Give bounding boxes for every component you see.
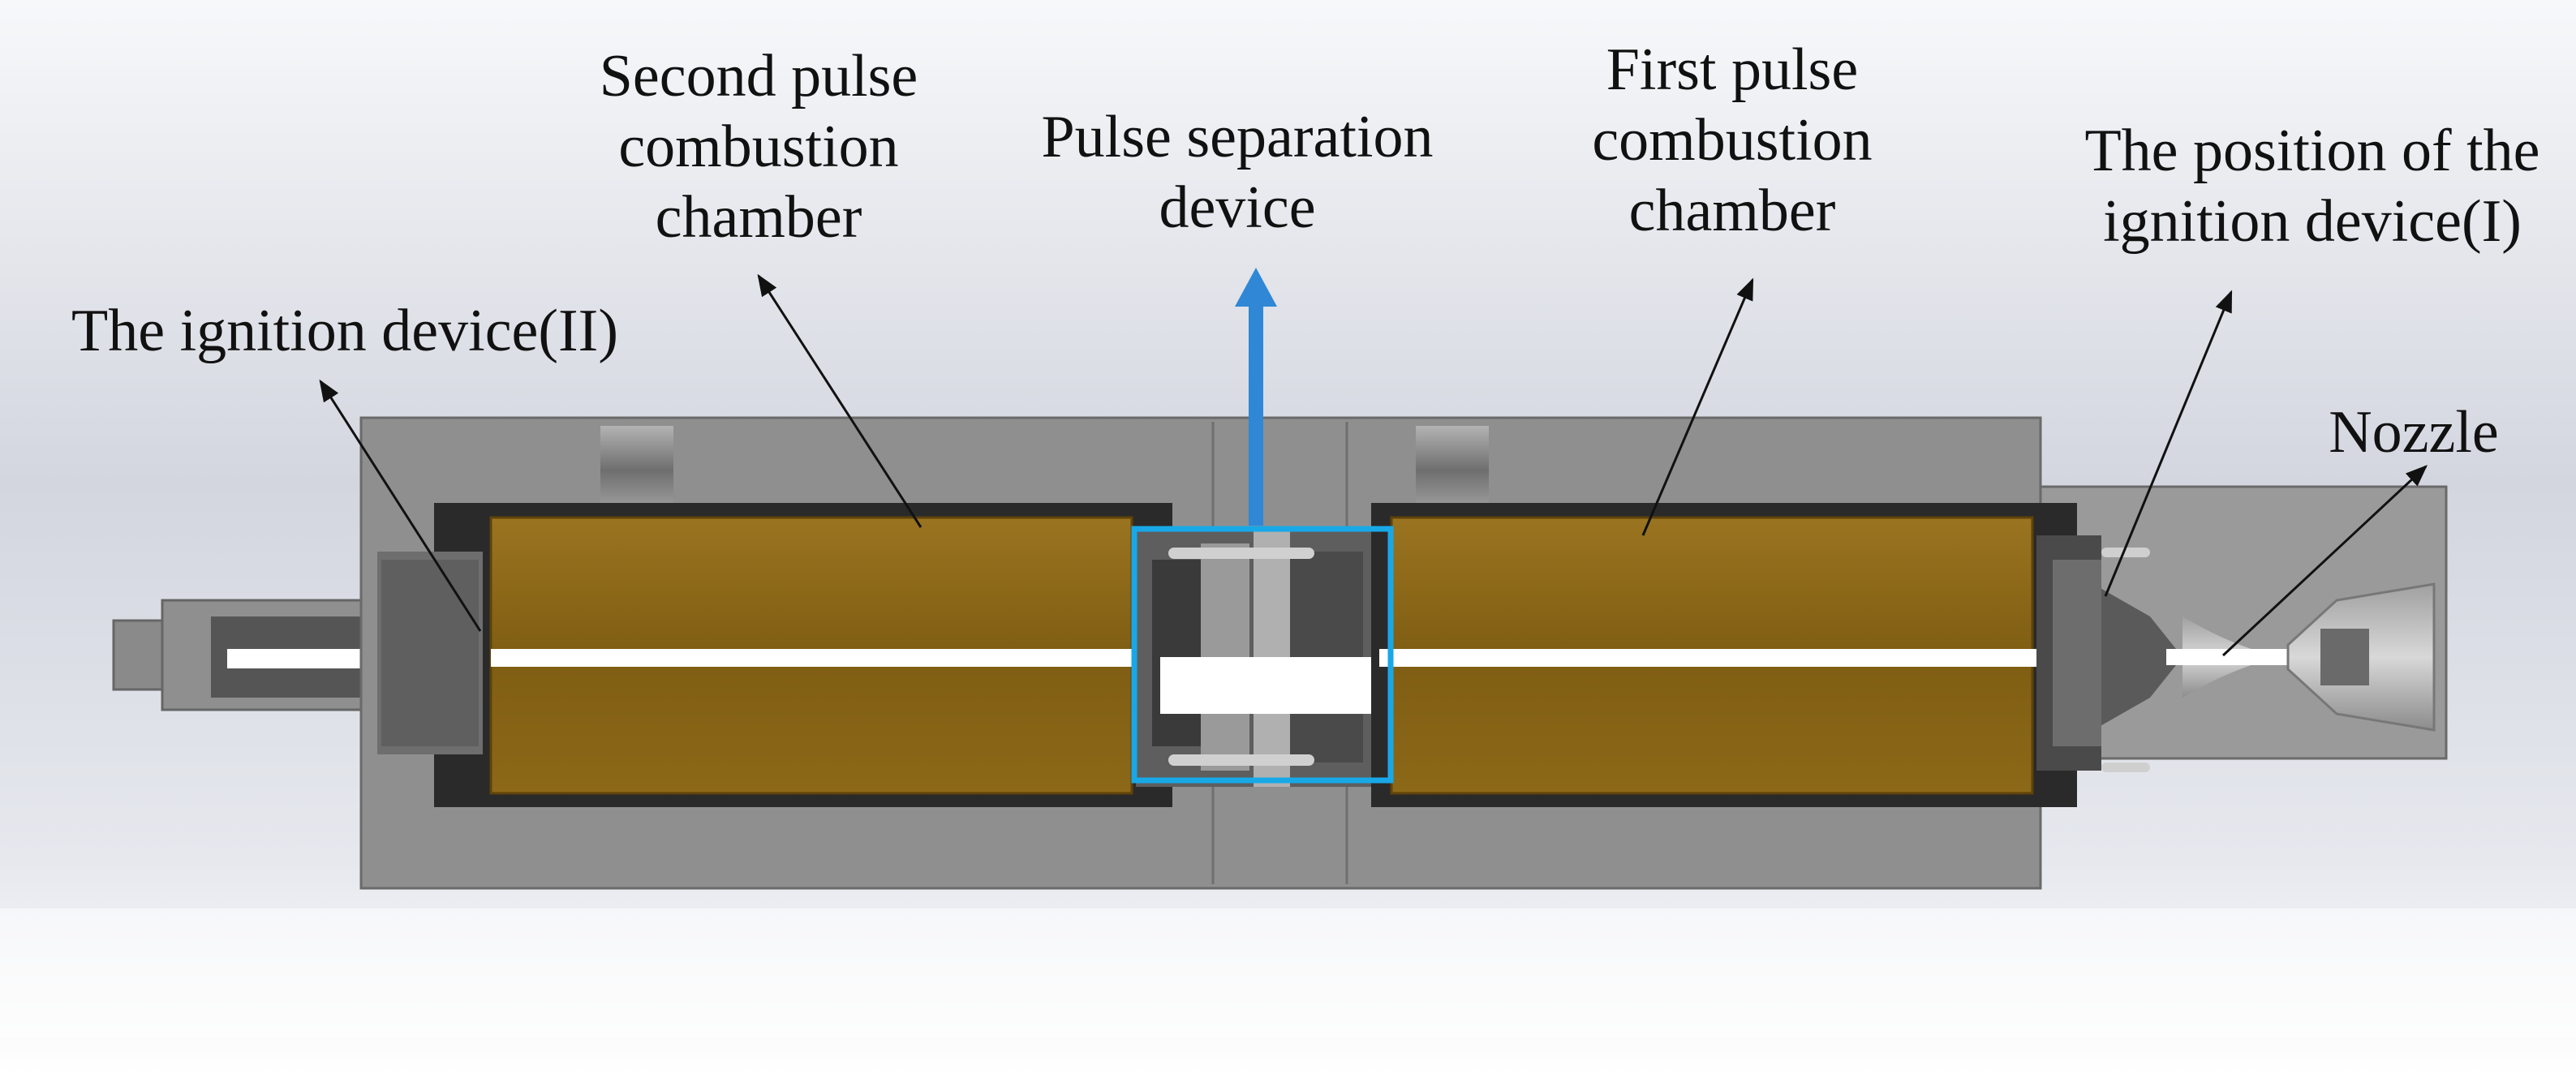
label-second-pulse-line1: Second pulse [600,43,918,110]
left-end-fitting [112,599,389,711]
first-pulse-chamber [1371,503,2150,807]
label-first-pulse-line1: First pulse [1606,37,1858,103]
label-ignition-position-line2: ignition device(I) [2103,188,2522,255]
label-second-pulse-line2: combustion [618,114,898,180]
arrow-first-pulse-chamber [1641,277,1754,536]
nozzle-section [2039,485,2448,760]
separation-highlight-box [1131,526,1394,784]
second-pulse-chamber [377,503,1172,807]
label-ignition-position-line1: The position of the [2084,118,2539,184]
arrow-nozzle [2221,465,2428,657]
leader-arrows [319,273,2428,657]
floor-reflection [0,909,2576,1038]
separation-blue-arrow [1235,268,1277,526]
labels: Second pulse combustion chamber Pulse se… [71,37,2540,466]
label-second-pulse-line3: chamber [656,184,862,251]
label-first-pulse-line2: combustion [1592,107,1872,174]
arrow-ignition-device-2 [319,379,482,632]
label-first-pulse-line3: chamber [1629,178,1836,244]
label-pulse-separation-line1: Pulse separation [1042,104,1434,170]
arrow-second-pulse-chamber [757,273,922,528]
label-ignition-device-2: The ignition device(II) [71,298,618,364]
separation-device [1136,527,1387,787]
arrow-ignition-position-1 [2104,290,2233,597]
label-pulse-separation-line2: device [1159,174,1315,241]
label-nozzle: Nozzle [2329,399,2499,466]
